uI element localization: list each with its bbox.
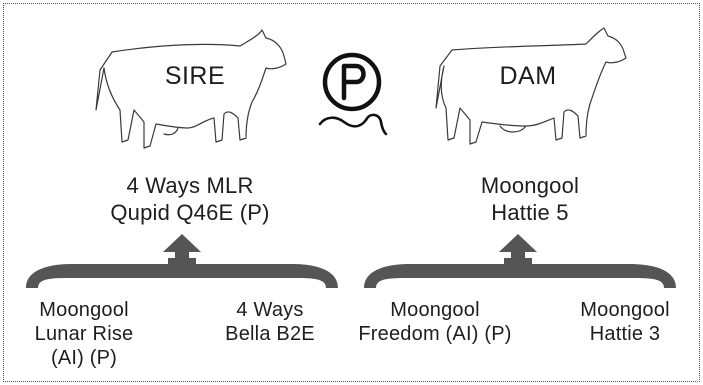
sire-parent-dam-line1: 4 Ways bbox=[236, 299, 304, 321]
sire-name-line1: 4 Ways MLR bbox=[126, 173, 254, 198]
dam-name-line1: Moongool bbox=[480, 173, 580, 198]
dam-bracket bbox=[364, 234, 676, 288]
dam-parent-dam: Moongool Hattie 3 bbox=[560, 298, 690, 346]
sire-name-line2: Qupid Q46E (P) bbox=[110, 200, 270, 225]
cow-icon bbox=[435, 27, 627, 145]
dam-tag: DAM bbox=[499, 62, 557, 90]
sire-parent-dam-line2: Bella B2E bbox=[225, 323, 315, 345]
sire-bracket bbox=[26, 234, 338, 288]
sire-parent-dam: 4 Ways Bella B2E bbox=[200, 298, 340, 346]
dam-name-line2: Hattie 5 bbox=[491, 200, 569, 225]
dam-parent-sire: Moongool Freedom (AI) (P) bbox=[345, 298, 525, 346]
sire-name: 4 Ways MLR Qupid Q46E (P) bbox=[90, 172, 290, 226]
sire-parent-sire: Moongool Lunar Rise (AI) (P) bbox=[14, 298, 154, 370]
polled-symbol-icon bbox=[318, 52, 388, 136]
bull-icon bbox=[95, 29, 287, 149]
sire-tag: SIRE bbox=[164, 62, 226, 90]
sire-parent-sire-line2: Lunar Rise bbox=[34, 323, 134, 345]
dam-parent-dam-line2: Hattie 3 bbox=[589, 323, 661, 345]
dam-parent-sire-line2: Freedom (AI) (P) bbox=[358, 323, 512, 345]
dam-name: Moongool Hattie 5 bbox=[430, 172, 630, 226]
diagram-frame bbox=[3, 3, 700, 382]
sire-parent-sire-line3: (AI) (P) bbox=[50, 347, 118, 369]
sire-parent-sire-line1: Moongool bbox=[39, 299, 129, 321]
dam-parent-sire-line1: Moongool bbox=[390, 299, 480, 321]
dam-parent-dam-line1: Moongool bbox=[580, 299, 670, 321]
